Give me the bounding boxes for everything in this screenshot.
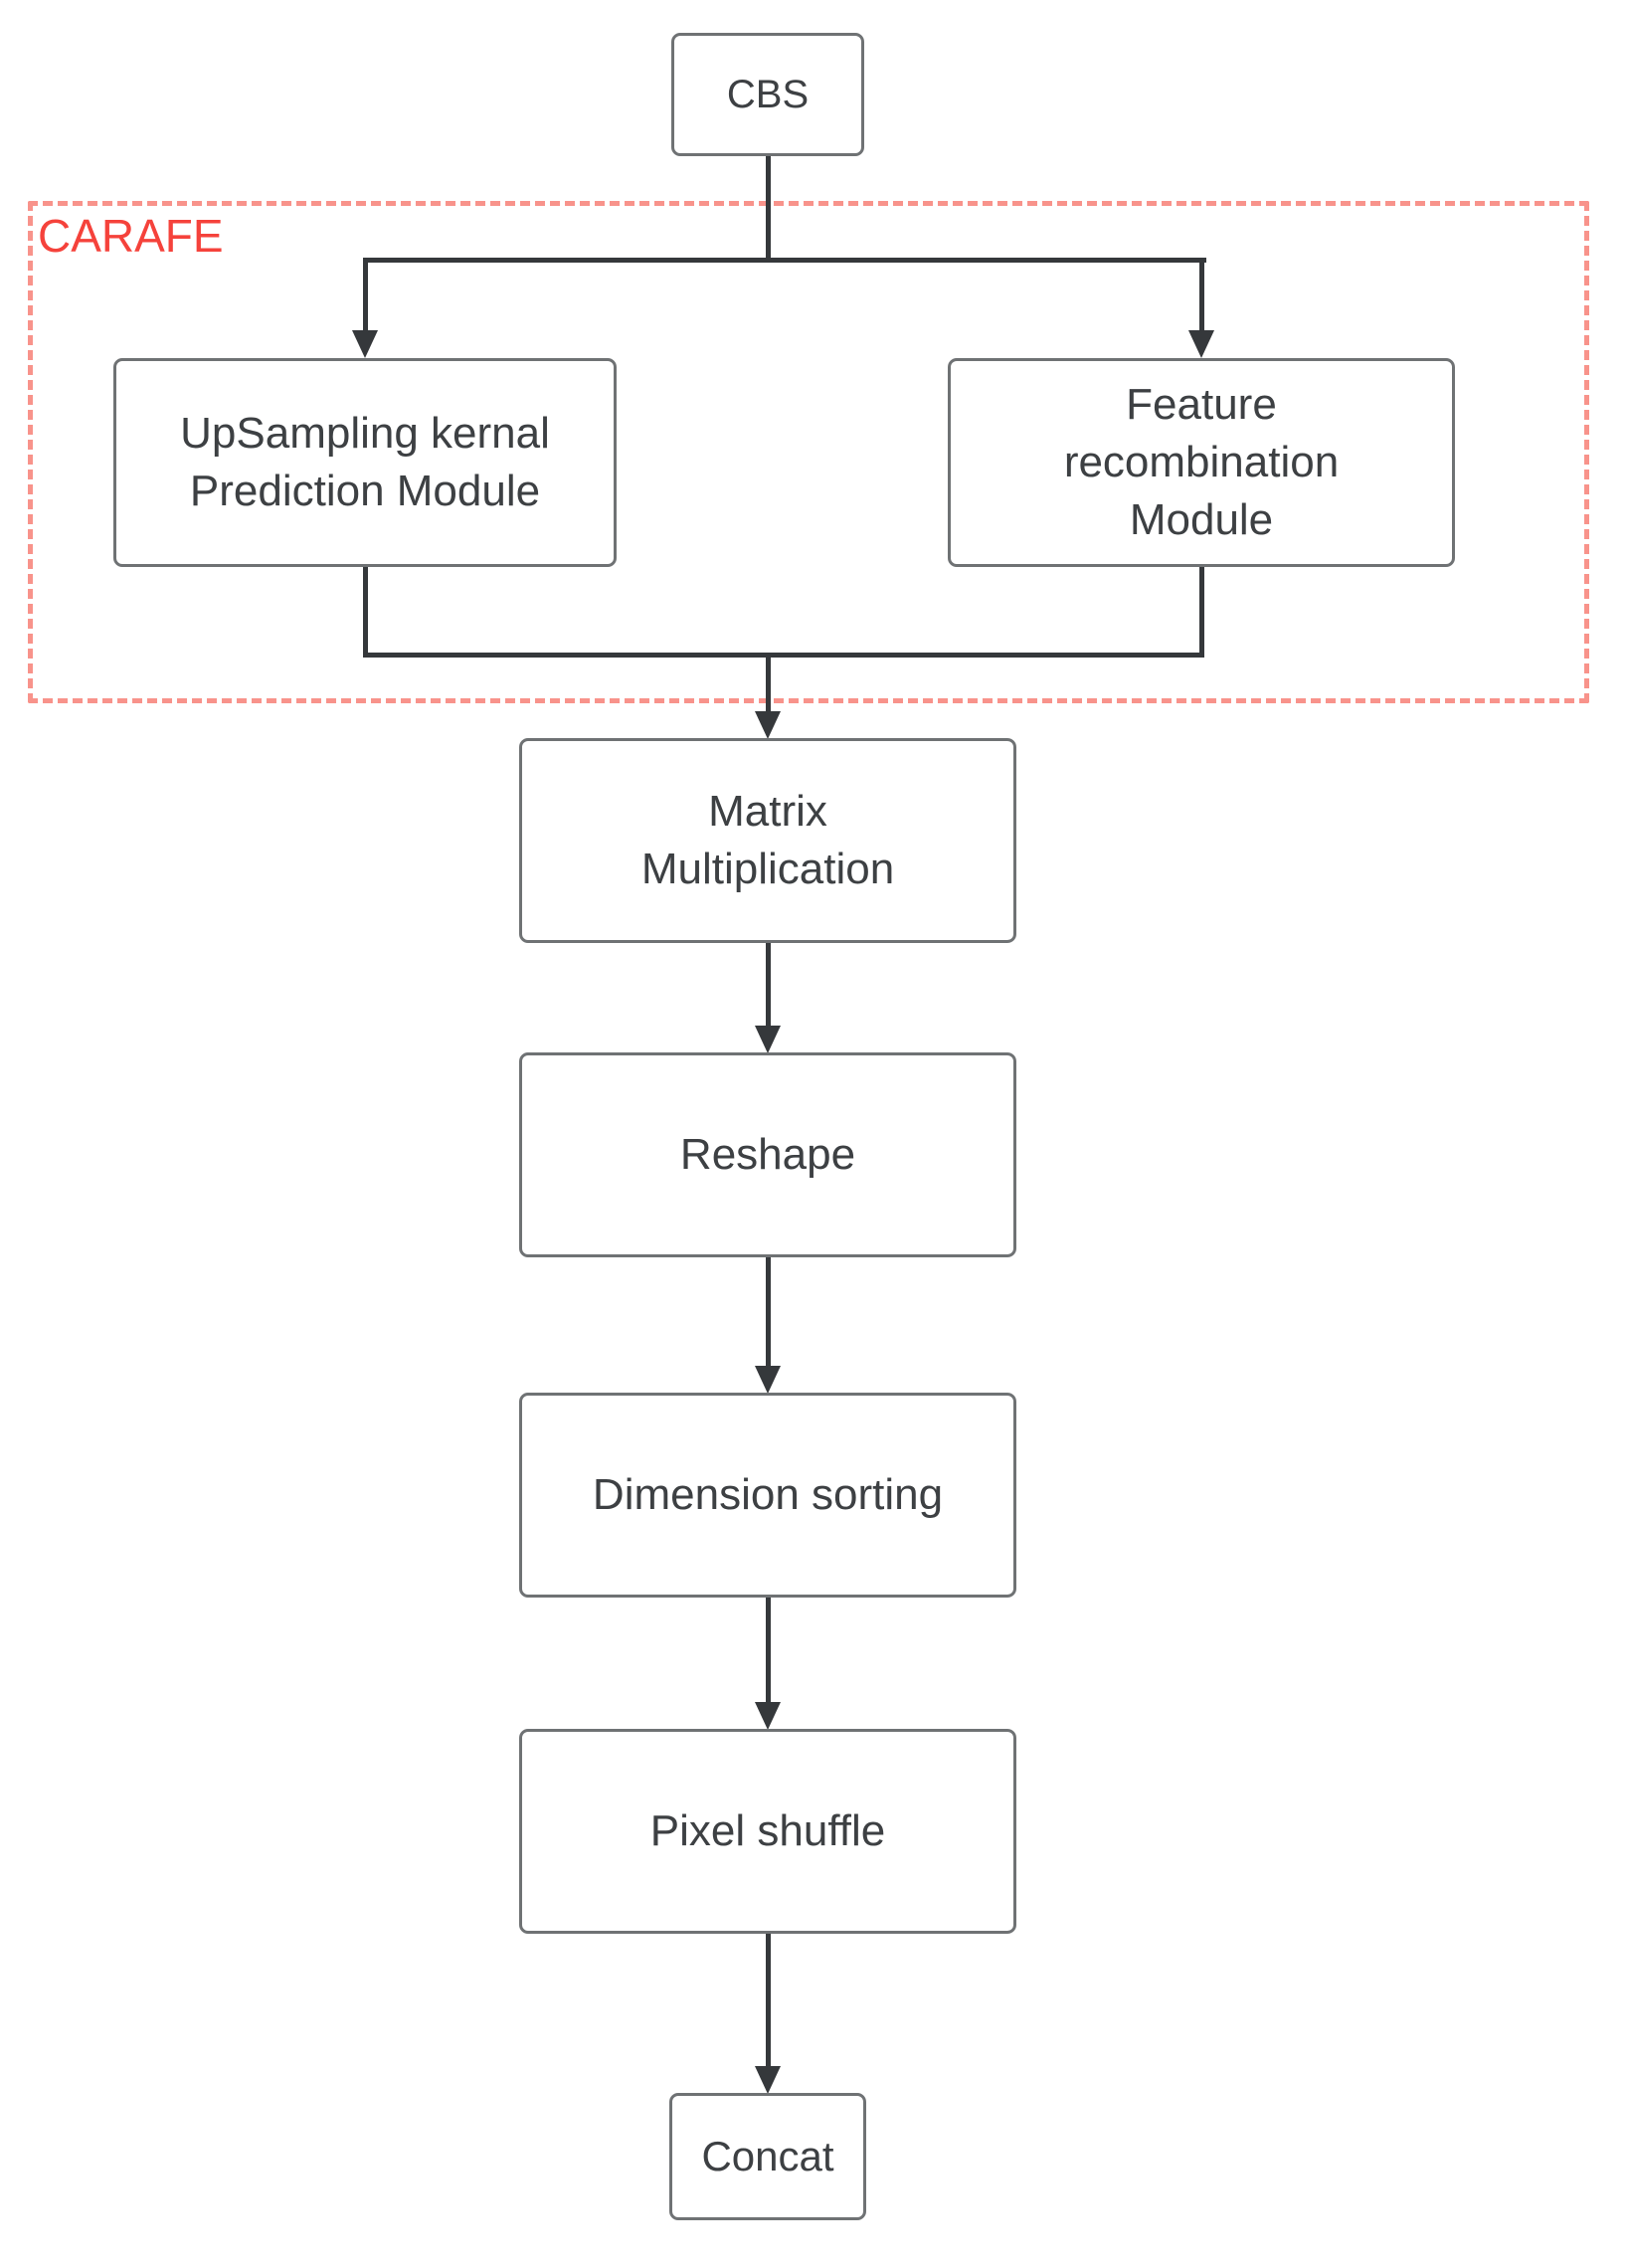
node-pixel-shuffle-label: Pixel shuffle bbox=[649, 1805, 886, 1855]
node-cbs-label: CBS bbox=[726, 72, 810, 116]
node-matrix-multiplication: Matrix Multiplication bbox=[519, 738, 1016, 943]
node-concat-label: Concat bbox=[701, 2133, 834, 2180]
node-reshape-label: Reshape bbox=[679, 1129, 856, 1179]
connector-pixshuf-to-concat bbox=[766, 1934, 771, 2069]
node-pixel-shuffle: Pixel shuffle bbox=[519, 1729, 1016, 1934]
arrowhead-kernel-prediction bbox=[352, 330, 378, 358]
connector-dimsort-to-pixshuf bbox=[766, 1598, 771, 1705]
connector-matrix-to-reshape bbox=[766, 943, 771, 1029]
node-upsampling-kernel-prediction: UpSampling kernal Prediction Module bbox=[113, 358, 617, 567]
node-concat: Concat bbox=[669, 2093, 866, 2220]
connector-merge-line bbox=[363, 653, 1204, 658]
node-reshape: Reshape bbox=[519, 1052, 1016, 1257]
connector-branch-to-kernel bbox=[363, 258, 368, 333]
arrowhead-pixel-shuffle bbox=[755, 1702, 781, 1730]
node-matrix-multiplication-label: Matrix Multiplication bbox=[640, 786, 895, 893]
connector-reshape-to-dimsort bbox=[766, 1257, 771, 1369]
connector-merge-to-matrix bbox=[766, 653, 771, 714]
carafe-group-label: CARAFE bbox=[38, 210, 224, 262]
node-cbs: CBS bbox=[671, 33, 864, 156]
node-upsampling-kernel-prediction-label: UpSampling kernal Prediction Module bbox=[180, 408, 550, 515]
connector-recomb-to-merge bbox=[1199, 567, 1204, 658]
arrowhead-concat bbox=[755, 2066, 781, 2094]
connector-cbs-to-branch bbox=[766, 156, 771, 261]
arrowhead-dimension-sorting bbox=[755, 1366, 781, 1394]
arrowhead-feature-recombination bbox=[1188, 330, 1214, 358]
arrowhead-reshape bbox=[755, 1026, 781, 1053]
arrowhead-matrix-multiplication bbox=[755, 711, 781, 739]
connector-kernel-to-merge bbox=[363, 567, 368, 658]
connector-branch-line bbox=[363, 258, 1206, 263]
node-dimension-sorting-label: Dimension sorting bbox=[592, 1469, 944, 1519]
node-feature-recombination: Feature recombination Module bbox=[948, 358, 1455, 567]
connector-branch-to-recomb bbox=[1199, 258, 1204, 333]
node-feature-recombination-label: Feature recombination Module bbox=[1063, 379, 1340, 545]
carafe-group-outline bbox=[28, 201, 1589, 703]
node-dimension-sorting: Dimension sorting bbox=[519, 1393, 1016, 1598]
